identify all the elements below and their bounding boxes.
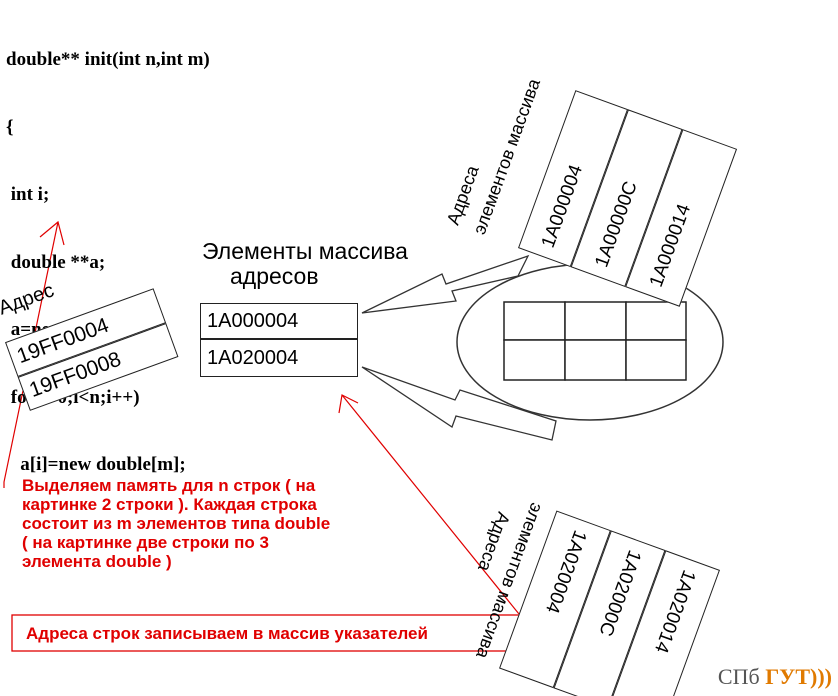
note-line: состоит из m элементов типа double bbox=[22, 514, 331, 533]
logo-text: СПб bbox=[717, 664, 766, 689]
pointer-cell: 1A020004 bbox=[200, 339, 358, 377]
code-line: int i; bbox=[6, 184, 50, 205]
note-box-frame bbox=[11, 614, 566, 652]
code-line: double **a; bbox=[6, 251, 106, 273]
pointer-cell: 1A000004 bbox=[200, 303, 358, 339]
note-text: Выделяем память для n строк ( на картинк… bbox=[22, 476, 330, 571]
code-listing: double** init(int n,int m) { int i; doub… bbox=[6, 4, 210, 522]
code-line: a[i]=new double[m]; bbox=[6, 454, 186, 475]
pointer-array-subtitle: адресов bbox=[230, 263, 319, 289]
spbgut-logo: СПб ГУТ))) bbox=[718, 664, 832, 690]
logo-waves: ))) bbox=[810, 664, 832, 689]
note-line: картинке 2 строки ). Каждая строка bbox=[22, 495, 317, 514]
code-line: { bbox=[6, 116, 14, 138]
arrow-upper-row bbox=[361, 254, 530, 314]
note-line: элемента double ) bbox=[22, 552, 172, 571]
matrix-grid bbox=[503, 301, 687, 381]
pointer-array-title: Элементы массива bbox=[202, 238, 408, 264]
note-line: Выделяем память для n строк ( на bbox=[22, 476, 316, 495]
note-line: ( на картинке две строки по 3 bbox=[22, 533, 269, 552]
note-box-text: Адреса строк записываем в массив указате… bbox=[26, 624, 428, 643]
red-arrows bbox=[3, 220, 541, 641]
code-line: double** init(int n,int m) bbox=[6, 49, 210, 70]
arrow-lower-row bbox=[361, 366, 557, 441]
logo-accent: ГУТ bbox=[765, 664, 811, 689]
